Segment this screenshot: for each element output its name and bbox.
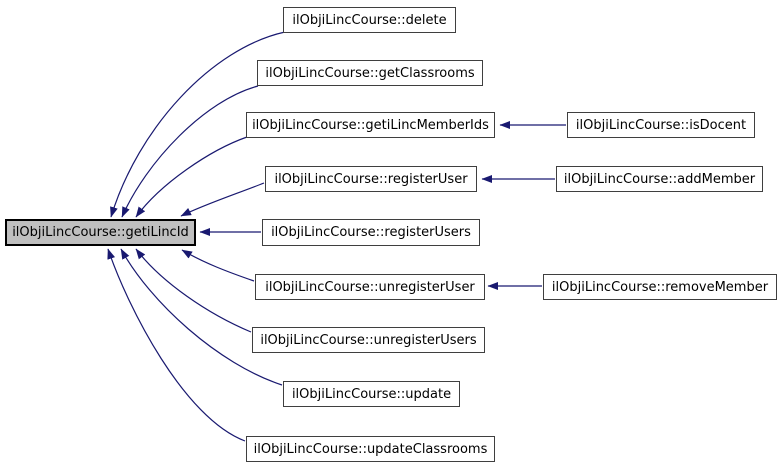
edge-getilincmemberids-to-getilincid [135, 136, 248, 218]
node-registerusers[interactable]: ilObjiLincCourse::registerUsers [262, 219, 480, 246]
node-addmember[interactable]: ilObjiLincCourse::addMember [556, 166, 763, 192]
node-isdocent[interactable]: ilObjiLincCourse::isDocent [567, 112, 755, 138]
node-getilincmemberids[interactable]: ilObjiLincCourse::getiLincMemberIds [246, 112, 495, 138]
node-getilincid: ilObjiLincCourse::getiLincId [5, 219, 196, 246]
edge-unregisteruser-to-getilincid [181, 249, 255, 282]
edge-updateclassrooms-to-getilincid [107, 248, 246, 442]
edge-unregisterusers-to-getilincid [135, 248, 252, 333]
node-unregisterusers[interactable]: ilObjiLincCourse::unregisterUsers [252, 327, 485, 353]
node-update[interactable]: ilObjiLincCourse::update [283, 381, 460, 407]
node-getclassrooms[interactable]: ilObjiLincCourse::getClassrooms [257, 60, 483, 86]
node-unregisteruser[interactable]: ilObjiLincCourse::unregisterUser [255, 274, 485, 300]
node-delete[interactable]: ilObjiLincCourse::delete [283, 7, 456, 33]
node-updateclassrooms[interactable]: ilObjiLincCourse::updateClassrooms [246, 436, 495, 462]
node-registeruser[interactable]: ilObjiLincCourse::registerUser [265, 166, 477, 192]
edge-getclassrooms-to-getilincid [121, 85, 259, 218]
edge-update-to-getilincid [120, 248, 283, 386]
node-removemember[interactable]: ilObjiLincCourse::removeMember [543, 274, 777, 300]
edge-registeruser-to-getilincid [180, 182, 265, 217]
edge-delete-to-getilincid [110, 31, 286, 218]
